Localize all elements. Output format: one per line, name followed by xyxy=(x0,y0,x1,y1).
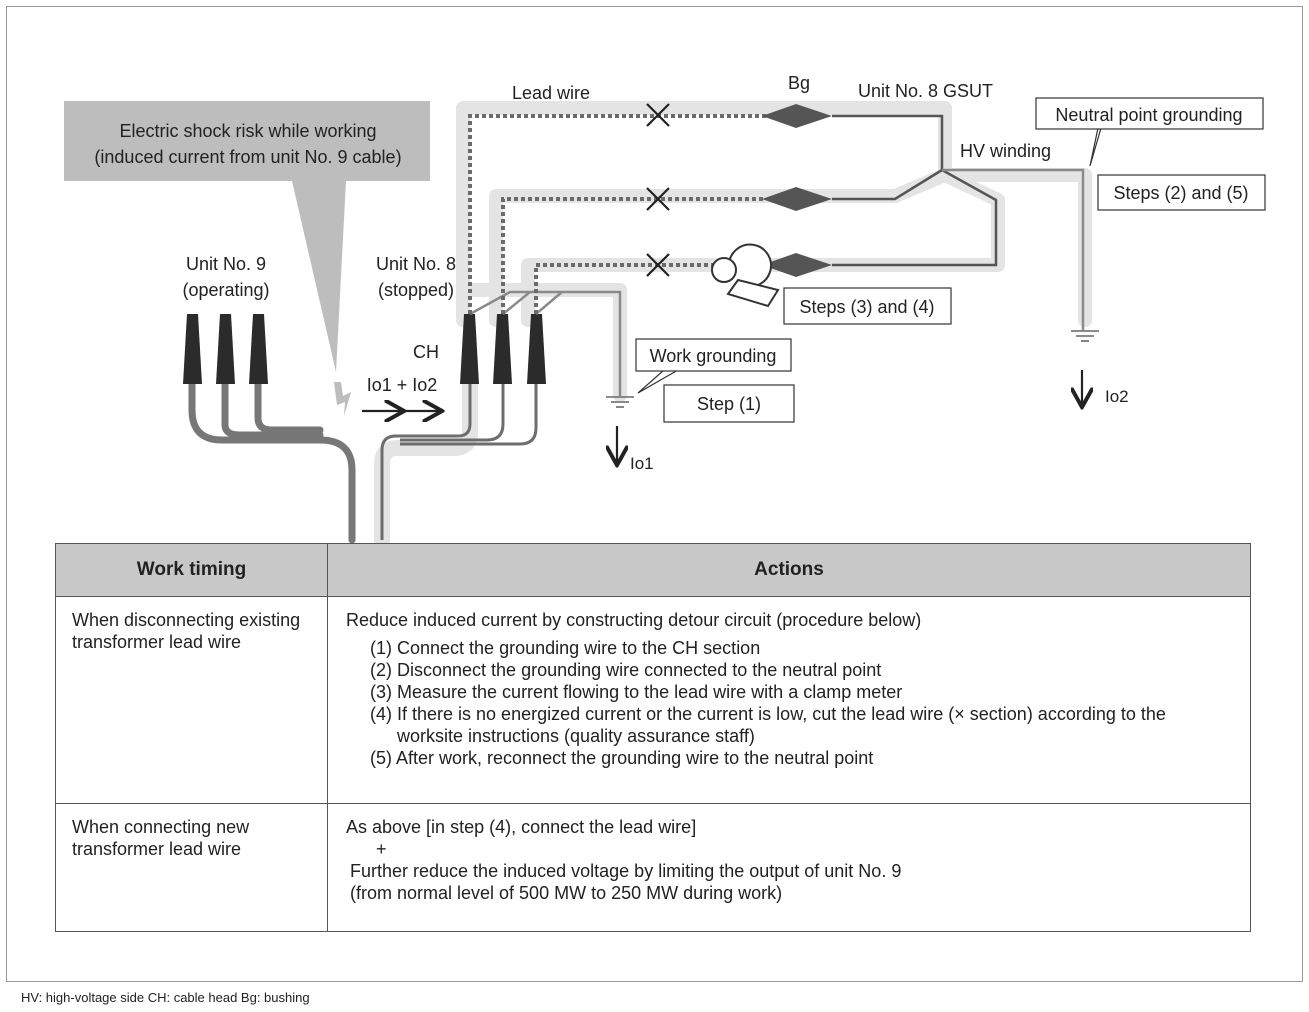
work-grounding-label: Work grounding xyxy=(650,346,777,366)
actions-intro: Reduce induced current by constructing d… xyxy=(346,610,922,630)
gsut-label: Unit No. 8 GSUT xyxy=(858,81,993,101)
bushing-icons xyxy=(762,104,832,277)
gsut-winding xyxy=(832,114,998,267)
table-row: When connecting new transformer lead wir… xyxy=(55,803,1251,932)
unit9-cables xyxy=(188,376,356,544)
list-item: (5) After work, reconnect the grounding … xyxy=(370,748,874,768)
table-row: When disconnecting existing transformer … xyxy=(55,596,1251,804)
table-header-row: Work timing Actions xyxy=(55,543,1251,597)
header-work-timing: Work timing xyxy=(55,543,328,597)
down-arrow-icon xyxy=(617,370,1082,463)
clamp-meter-icon xyxy=(711,243,780,308)
unit8-label-1: Unit No. 8 xyxy=(376,254,456,274)
timing-cell: When connecting new transformer lead wir… xyxy=(55,803,328,932)
header-actions: Actions xyxy=(327,543,1251,597)
actions-line: Further reduce the induced voltage by li… xyxy=(350,861,902,881)
steps-2-5-box: Steps (2) and (5) xyxy=(1097,174,1266,211)
hv-winding-label: HV winding xyxy=(960,141,1051,161)
steps-3-4-box: Steps (3) and (4) xyxy=(783,287,952,325)
list-item: (4) If there is no energized current or … xyxy=(370,704,1166,746)
list-item: (3) Measure the current flowing to the l… xyxy=(370,682,903,702)
neutral-grounding-callout: Neutral point grounding xyxy=(1035,97,1264,167)
unit8-label-2: (stopped) xyxy=(378,280,454,300)
ch-label: CH xyxy=(413,342,439,362)
unit8-cable-heads xyxy=(460,314,546,384)
work-grounding-callout: Work grounding xyxy=(635,338,792,394)
procedure-steps: (1) Connect the grounding wire to the CH… xyxy=(346,637,1232,769)
induced-current-diagram: Electric shock risk while working (induc… xyxy=(64,73,1266,545)
ground-icon xyxy=(606,396,634,408)
induced-current-path xyxy=(374,101,1092,545)
work-actions-table: Work timing Actions When disconnecting e… xyxy=(55,543,1251,932)
actions-cell: As above [in step (4), connect the lead … xyxy=(327,803,1251,932)
list-item: (2) Disconnect the grounding wire connec… xyxy=(370,660,882,680)
footnote: HV: high-voltage side CH: cable head Bg:… xyxy=(21,990,310,1005)
step-1-box: Step (1) xyxy=(663,384,795,423)
figure-frame xyxy=(6,6,1303,982)
neutral-grounding-wire xyxy=(942,168,1085,330)
io1-io2-label: Io1 + Io2 xyxy=(367,375,438,395)
list-item: (1) Connect the grounding wire to the CH… xyxy=(370,638,761,658)
unit9-label-1: Unit No. 9 xyxy=(186,254,266,274)
bg-label: Bg xyxy=(788,73,810,93)
actions-line: (from normal level of 500 MW to 250 MW d… xyxy=(350,883,783,903)
plus-sign: + xyxy=(376,839,387,859)
shock-risk-text-2: (induced current from unit No. 9 cable) xyxy=(94,147,401,167)
unit8-cables xyxy=(380,380,538,540)
steps-2-5-label: Steps (2) and (5) xyxy=(1113,183,1248,203)
lightning-icon xyxy=(334,382,351,416)
actions-cell: Reduce induced current by constructing d… xyxy=(327,596,1251,804)
io2-label: Io2 xyxy=(1105,387,1129,406)
neutral-grounding-label: Neutral point grounding xyxy=(1055,105,1242,125)
shock-risk-text-1: Electric shock risk while working xyxy=(119,121,376,141)
step-1-label: Step (1) xyxy=(697,394,761,414)
cut-mark-icons xyxy=(646,103,670,277)
ground-icon xyxy=(1071,330,1099,342)
shock-risk-callout: Electric shock risk while working (induc… xyxy=(64,101,430,372)
timing-cell: When disconnecting existing transformer … xyxy=(55,596,328,804)
work-grounding-wire xyxy=(469,290,622,396)
lead-wires xyxy=(468,114,766,314)
steps-3-4-label: Steps (3) and (4) xyxy=(799,297,934,317)
unit9-label-2: (operating) xyxy=(182,280,269,300)
lead-wire-label: Lead wire xyxy=(512,83,590,103)
unit9-cable-heads xyxy=(183,314,268,384)
io1-label: Io1 xyxy=(630,454,654,473)
actions-line: As above [in step (4), connect the lead … xyxy=(346,817,697,837)
